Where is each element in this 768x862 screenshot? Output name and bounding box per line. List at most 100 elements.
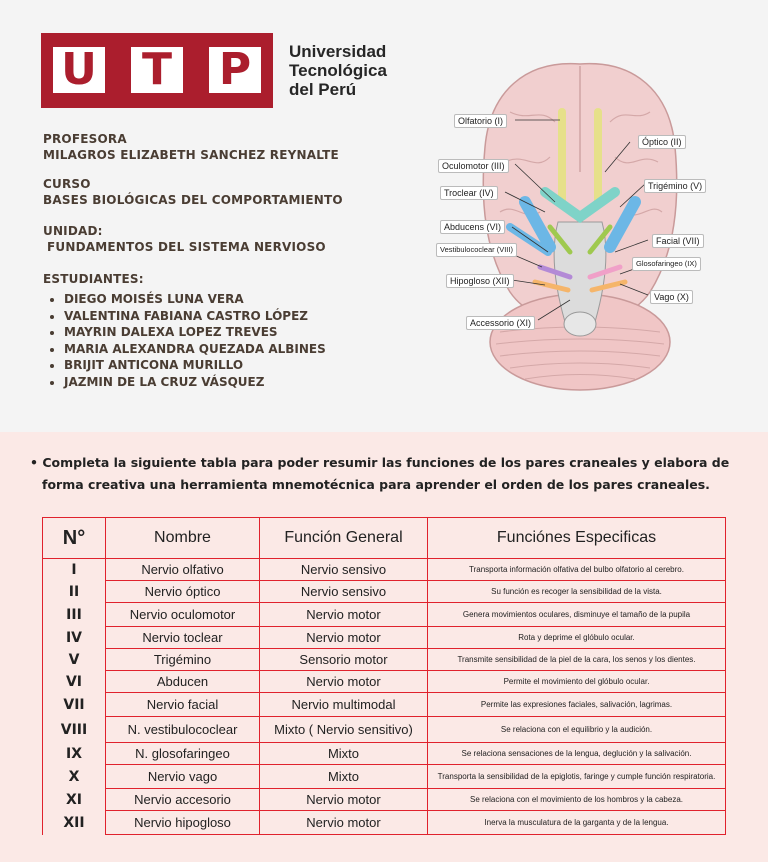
unidad-block: UNIDAD: FUNDAMENTOS DEL SISTEMA NERVIOSO: [43, 223, 326, 255]
row-general-function: Sensorio motor: [259, 648, 428, 671]
row-number: VII: [42, 692, 106, 717]
row-name: Nervio óptico: [105, 580, 260, 603]
header-general-function: Función General: [259, 517, 428, 559]
utp-logo: U T P: [41, 33, 273, 108]
row-specific-function: Se relaciona con el movimiento de los ho…: [427, 788, 726, 811]
row-specific-function: Genera movimientos oculares, disminuye e…: [427, 602, 726, 627]
unidad-name: FUNDAMENTOS DEL SISTEMA NERVIOSO: [47, 240, 326, 254]
row-specific-function: Su función es recoger la sensibilidad de…: [427, 580, 726, 603]
row-number: IV: [42, 626, 106, 649]
row-name: Nervio olfativo: [105, 558, 260, 581]
header-specific-functions: Funciónes Especificas: [427, 517, 726, 559]
row-name: Trigémino: [105, 648, 260, 671]
row-number: III: [42, 602, 106, 627]
logo-letter-t: T: [131, 47, 183, 93]
university-name-line: del Perú: [289, 80, 357, 99]
row-number: X: [42, 764, 106, 789]
student-item: VALENTINA FABIANA CASTRO LÓPEZ: [64, 308, 326, 325]
brain-label-abducens: Abducens (VI): [440, 220, 506, 234]
row-name: Abducen: [105, 670, 260, 693]
row-number: XI: [42, 788, 106, 811]
bullet: •: [30, 455, 38, 470]
student-item: DIEGO MOISÉS LUNA VERA: [64, 291, 326, 308]
header-section: U T P Universidad Tecnológica del Perú P…: [0, 0, 768, 432]
row-name: Nervio hipogloso: [105, 810, 260, 835]
row-specific-function: Se relaciona con el equilibrio y la audi…: [427, 716, 726, 743]
brain-label-vestibulococlear: Vestibulococlear (VIII): [436, 243, 517, 257]
student-item: MAYRIN DALEXA LOPEZ TREVES: [64, 324, 326, 341]
student-list: DIEGO MOISÉS LUNA VERA VALENTINA FABIANA…: [50, 291, 326, 390]
brain-label-trigemino: Trigémino (V): [644, 179, 707, 193]
row-specific-function: Transmite sensibilidad de la piel de la …: [427, 648, 726, 671]
row-number: II: [42, 580, 106, 603]
row-number: XII: [42, 810, 106, 835]
student-item: MARIA ALEXANDRA QUEZADA ALBINES: [64, 341, 326, 358]
row-general-function: Mixto: [259, 764, 428, 789]
brain-label-glosofaringeo: Glosofaringeo (IX): [632, 257, 701, 271]
row-name: N. vestibulococlear: [105, 716, 260, 743]
profesora-block: PROFESORA MILAGROS ELIZABETH SANCHEZ REY…: [43, 131, 339, 163]
row-general-function: Nervio motor: [259, 670, 428, 693]
row-number: V: [42, 648, 106, 671]
row-number: I: [42, 558, 106, 581]
row-general-function: Nervio motor: [259, 626, 428, 649]
estudiantes-label: ESTUDIANTES:: [43, 272, 144, 286]
row-name: Nervio oculomotor: [105, 602, 260, 627]
row-specific-function: Transporta la sensibilidad de la epiglot…: [427, 764, 726, 789]
row-number: VI: [42, 670, 106, 693]
row-name: Nervio facial: [105, 692, 260, 717]
logo-letter-u: U: [53, 47, 105, 93]
table-header-row: N° Nombre Función General Funciónes Espe…: [42, 517, 726, 559]
instruction-line-2: forma creativa una herramienta mnemotécn…: [42, 477, 710, 492]
row-number: VIII: [42, 716, 106, 743]
curso-block: CURSO BASES BIOLÓGICAS DEL COMPORTAMIENT…: [43, 176, 343, 208]
cranial-nerves-table: N° Nombre Función General Funciónes Espe…: [42, 517, 726, 835]
brain-label-accesorio: Accessorio (XI): [466, 316, 536, 330]
row-number: IX: [42, 742, 106, 765]
brain-label-hipogloso: Hipogloso (XII): [446, 274, 514, 288]
row-general-function: Mixto: [259, 742, 428, 765]
row-general-function: Nervio motor: [259, 810, 428, 835]
university-name-line: Universidad: [289, 42, 387, 61]
curso-label: CURSO: [43, 177, 91, 191]
student-item: BRIJIT ANTICONA MURILLO: [64, 357, 326, 374]
row-specific-function: Transporta información olfativa del bulb…: [427, 558, 726, 581]
brain-label-vago: Vago (X): [650, 290, 693, 304]
row-name: N. glosofaringeo: [105, 742, 260, 765]
row-general-function: Nervio motor: [259, 788, 428, 811]
row-general-function: Nervio sensivo: [259, 580, 428, 603]
instruction-line-1: • Completa la siguiente tabla para poder…: [30, 452, 750, 474]
row-name: Nervio vago: [105, 764, 260, 789]
header-number: N°: [42, 517, 106, 559]
brain-label-oculomotor: Oculomotor (III): [438, 159, 509, 173]
row-specific-function: Se relaciona sensaciones de la lengua, d…: [427, 742, 726, 765]
brain-label-olfatorio: Olfatorio (I): [454, 114, 508, 128]
row-general-function: Nervio motor: [259, 602, 428, 627]
row-general-function: Nervio multimodal: [259, 692, 428, 717]
curso-name: BASES BIOLÓGICAS DEL COMPORTAMIENTO: [43, 193, 343, 207]
row-specific-function: Inerva la musculatura de la garganta y d…: [427, 810, 726, 835]
instruction-line-1-text: Completa la siguiente tabla para poder r…: [42, 455, 730, 470]
instruction-text: • Completa la siguiente tabla para poder…: [30, 452, 750, 496]
row-specific-function: Permite el movimiento del glóbulo ocular…: [427, 670, 726, 693]
row-specific-function: Permite las expresiones faciales, saliva…: [427, 692, 726, 717]
unidad-label: UNIDAD:: [43, 224, 103, 238]
brain-cranial-nerves-illustration: Olfatorio (I) Óptico (II) Oculomotor (II…: [430, 52, 730, 397]
brain-label-optico: Óptico (II): [638, 135, 686, 149]
logo-letter-p: P: [209, 47, 261, 93]
row-general-function: Mixto ( Nervio sensitivo): [259, 716, 428, 743]
row-name: Nervio accesorio: [105, 788, 260, 811]
row-name: Nervio toclear: [105, 626, 260, 649]
profesora-name: MILAGROS ELIZABETH SANCHEZ REYNALTE: [43, 148, 339, 162]
